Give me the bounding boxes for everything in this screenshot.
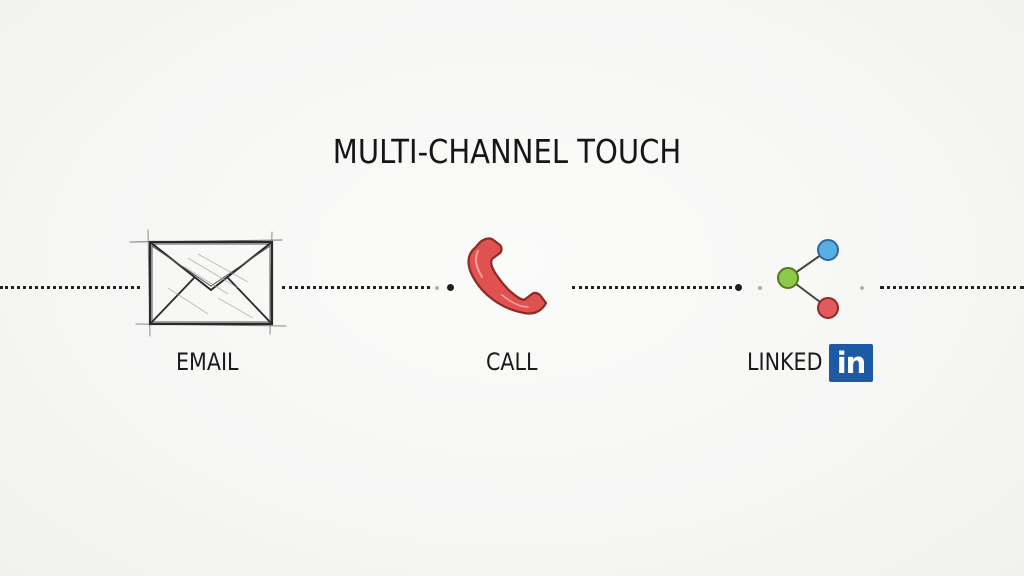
connector-call-linked: [572, 286, 732, 289]
connector-left: [0, 286, 140, 289]
diagram-title: MULTI-CHANNEL TOUCH: [332, 132, 682, 171]
call-label: CALL: [486, 348, 538, 376]
linked-label: LINKED: [747, 348, 823, 376]
linkedin-logo-icon: in: [829, 344, 873, 382]
phone-icon: [467, 237, 548, 315]
connector-email-call: [282, 286, 430, 289]
share-network-icon: [777, 239, 839, 319]
envelope-icon: [129, 229, 287, 337]
connector-end-dot: [735, 284, 742, 291]
connector-end-dot: [447, 284, 454, 291]
email-label: EMAIL: [176, 348, 239, 376]
connector-right: [880, 286, 1024, 289]
